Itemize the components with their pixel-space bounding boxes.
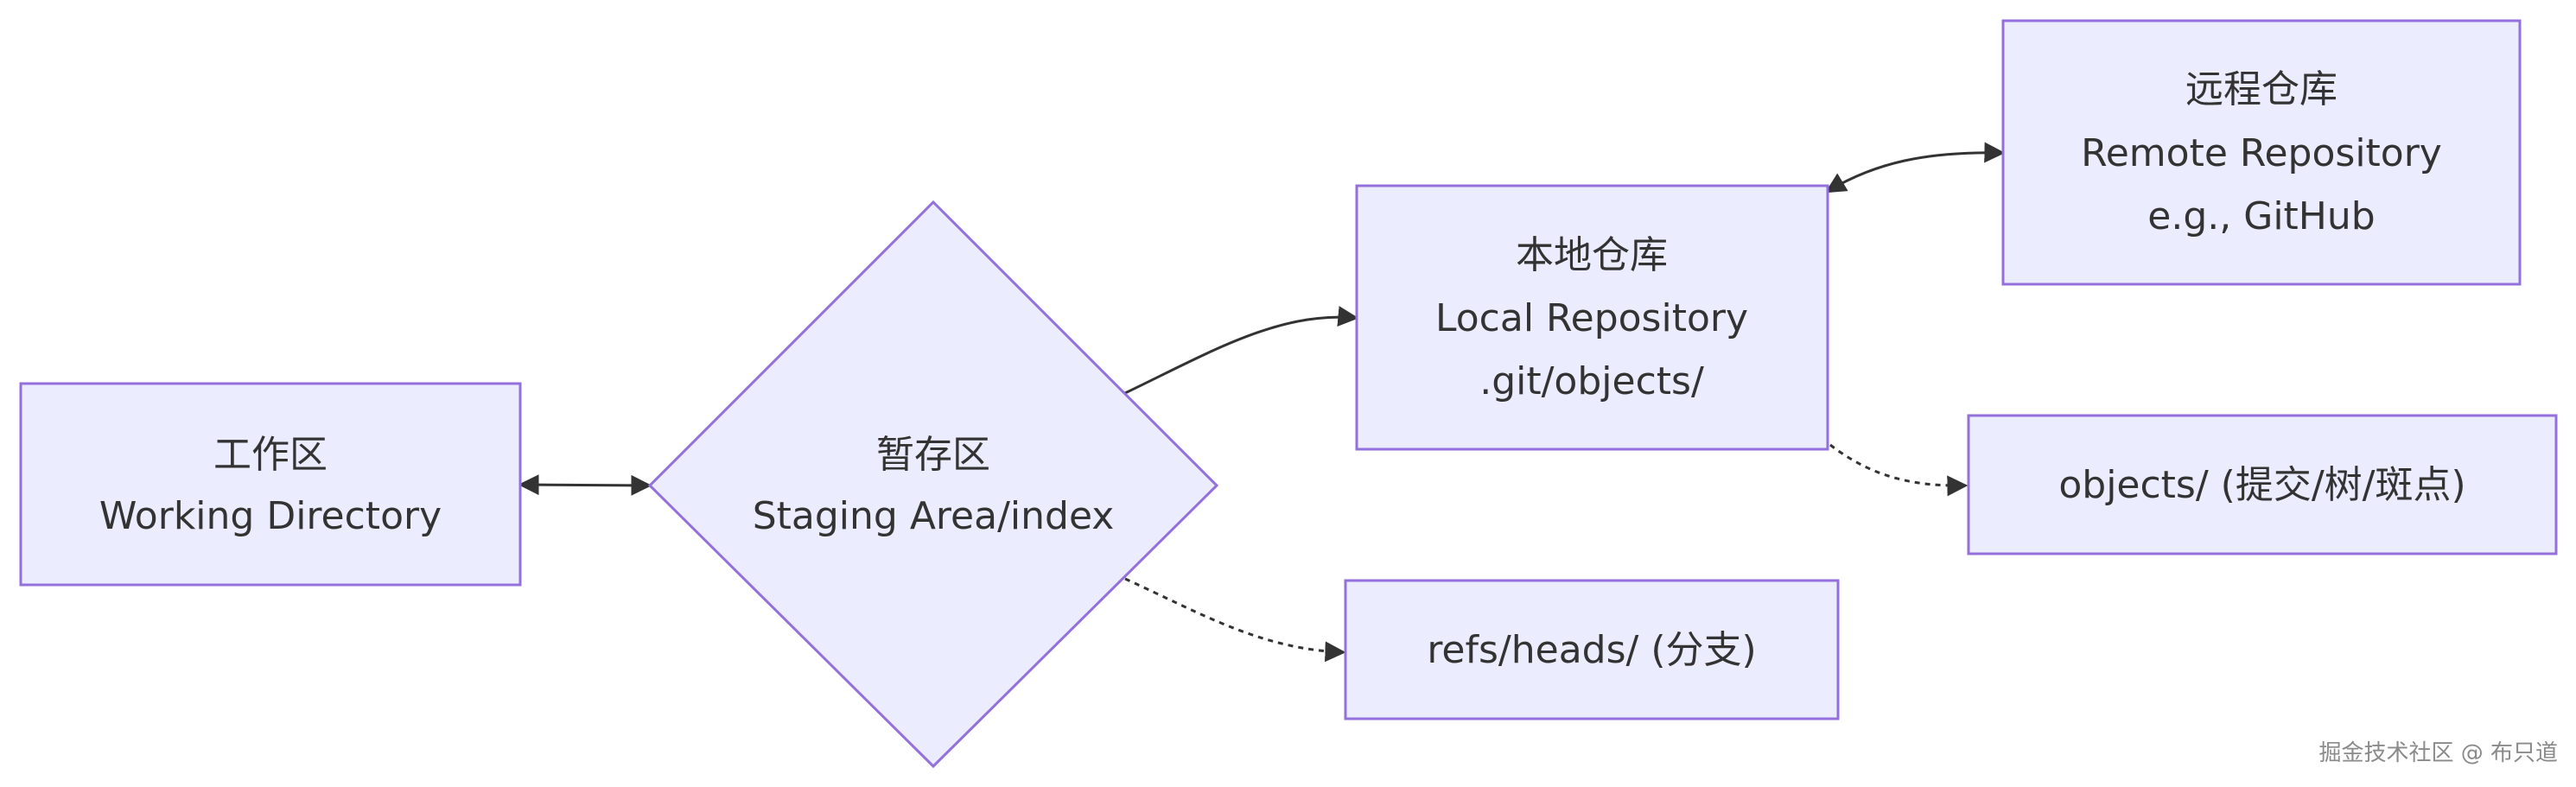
node-staging-area: 暂存区 Staging Area/index bbox=[647, 200, 1219, 769]
edge-working-staging bbox=[518, 474, 652, 496]
staging-area-label-en: Staging Area/index bbox=[753, 494, 1115, 538]
refs-heads-label: refs/heads/ (分支) bbox=[1427, 628, 1756, 672]
remote-repository-label-cn: 远程仓库 bbox=[2185, 67, 2337, 111]
local-repository-label-cn: 本地仓库 bbox=[1516, 233, 1668, 277]
node-working-directory: 工作区 Working Directory bbox=[19, 382, 522, 587]
remote-repository-label-en: Remote Repository bbox=[2081, 131, 2442, 175]
node-objects: objects/ (提交/树/斑点) bbox=[1967, 414, 2558, 555]
node-refs-heads: refs/heads/ (分支) bbox=[1344, 579, 1840, 720]
remote-repository-example: e.g., GitHub bbox=[2147, 194, 2375, 238]
node-remote-repository: 远程仓库 Remote Repository e.g., GitHub bbox=[2001, 19, 2522, 286]
watermark-text: 掘金技术社区 @ 布只道 bbox=[2318, 740, 2558, 766]
working-directory-label-en: Working Directory bbox=[99, 494, 442, 538]
objects-label: objects/ (提交/树/斑点) bbox=[2058, 463, 2465, 507]
edge-staging-refs bbox=[1124, 577, 1346, 663]
working-directory-label-cn: 工作区 bbox=[213, 433, 328, 477]
edge-staging-local bbox=[1124, 306, 1359, 395]
staging-area-label-cn: 暂存区 bbox=[876, 433, 990, 477]
edge-local-objects bbox=[1829, 443, 1969, 497]
edge-local-remote bbox=[1824, 142, 2006, 194]
node-local-repository: 本地仓库 Local Repository .git/objects/ bbox=[1355, 184, 1829, 451]
local-repository-label-en: Local Repository bbox=[1435, 296, 1748, 340]
local-repository-path: .git/objects/ bbox=[1479, 359, 1704, 403]
